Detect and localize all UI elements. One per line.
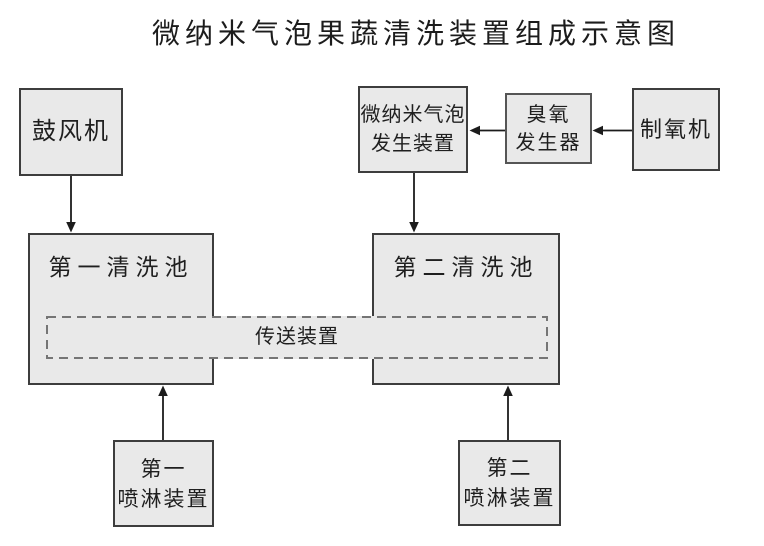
node-ozone-generator: 臭氧 发生器 [505,93,592,164]
node-bubble-generator-label-line1: 微纳米气泡 [360,103,466,126]
node-bubble-generator: 微纳米气泡 发生装置 [358,86,468,173]
arrow-oxygen-machine-to-ozone-generator [592,125,632,136]
node-second-spray-device-label-line2: 喷淋装置 [463,486,556,510]
node-first-spray-device-label-line1: 第一 [140,456,187,481]
node-second-spray-device-label-line1: 第二 [486,456,533,480]
node-first-spray-device-label-line2: 喷淋装置 [117,486,210,511]
node-second-spray-device: 第二 喷淋装置 [458,440,561,526]
node-conveyor: 传送装置 [46,316,548,359]
node-second-cleaning-pool-label: 第二清洗池 [393,255,539,280]
node-oxygen-machine-label: 制氧机 [639,116,712,142]
node-ozone-generator-label-line1: 臭氧 [526,103,571,126]
diagram-title: 微纳米气泡果蔬清洗装置组成示意图 [152,19,681,50]
arrowhead-up-icon [158,385,168,396]
arrowhead-left-icon [469,125,480,136]
node-blower: 鼓风机 [19,88,123,176]
arrowhead-down-icon [66,222,76,233]
node-ozone-generator-label-line2: 发生器 [515,131,582,154]
arrowhead-up-icon [503,385,513,396]
node-first-spray-device: 第一 喷淋装置 [113,440,214,527]
node-oxygen-machine: 制氧机 [632,88,720,171]
node-blower-label: 鼓风机 [32,118,110,145]
node-bubble-generator-label-line2: 发生装置 [371,132,455,155]
arrow-ozone-generator-to-bubble-generator [469,125,505,136]
node-conveyor-label: 传送装置 [255,326,339,348]
arrowhead-down-icon [409,222,419,233]
arrow-second-spray-to-pool2 [503,385,513,440]
node-second-cleaning-pool: 第二清洗池 [372,233,560,385]
node-first-cleaning-pool: 第一清洗池 [28,233,214,385]
arrow-first-spray-to-pool1 [158,385,168,440]
arrowhead-left-icon [592,125,603,136]
arrow-bubble-generator-to-pool2 [409,173,419,233]
node-first-cleaning-pool-label: 第一清洗池 [48,255,194,280]
arrow-blower-to-pool1 [66,176,76,233]
